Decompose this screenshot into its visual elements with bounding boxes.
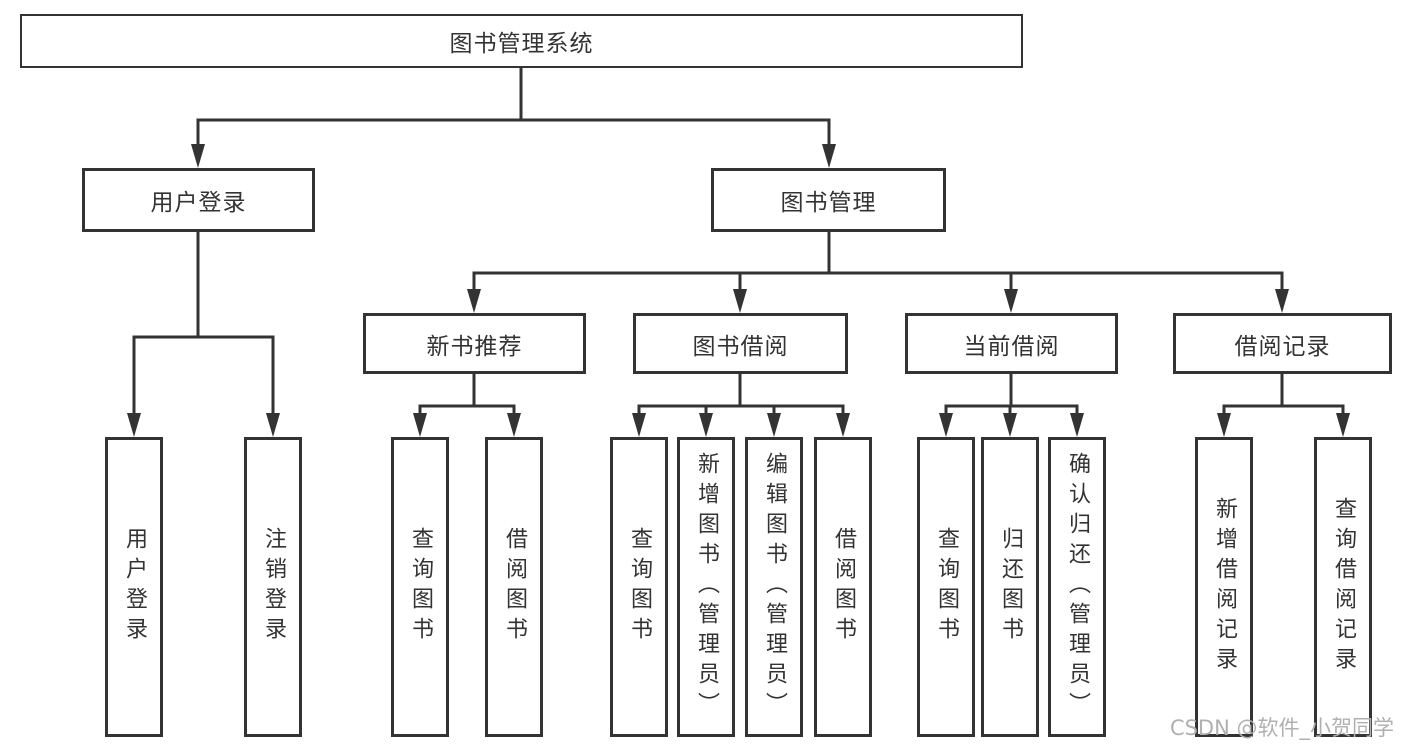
csdn-watermark: CSDN @软件_小贺同学 (1169, 716, 1394, 740)
node-current-borrowing: 当前借阅 (905, 313, 1118, 374)
node-library-management-system: 图书管理系统 (20, 14, 1023, 68)
node-label: 用户登录 (122, 527, 147, 647)
node-label: 确认归还（管理员） (1065, 452, 1090, 722)
leaf-query-borrow-record: 查询借阅记录 (1314, 437, 1372, 737)
node-label: 借阅图书 (831, 527, 856, 647)
leaf-query-books-borrow: 查询图书 (610, 437, 668, 737)
node-label: 查询图书 (627, 527, 652, 647)
leaf-add-borrow-record: 新增借阅记录 (1195, 437, 1253, 737)
node-label: 借阅图书 (502, 527, 527, 647)
node-label: 新增图书（管理员） (694, 452, 719, 722)
leaf-borrow-books-recommend: 借阅图书 (485, 437, 543, 737)
arrowheads (127, 144, 1350, 437)
leaf-return-books: 归还图书 (981, 437, 1039, 737)
leaf-confirm-return-admin: 确认归还（管理员） (1048, 437, 1106, 737)
node-label: 查询借阅记录 (1331, 497, 1356, 677)
leaf-logout: 注销登录 (244, 437, 302, 737)
leaf-edit-books-admin: 编辑图书（管理员） (745, 437, 803, 737)
node-book-management: 图书管理 (711, 168, 946, 232)
leaf-query-books-recommend: 查询图书 (391, 437, 449, 737)
node-label: 用户登录 (150, 190, 247, 216)
node-label: 借阅记录 (1234, 333, 1331, 360)
node-label: 当前借阅 (963, 333, 1060, 360)
node-label: 新增借阅记录 (1212, 497, 1237, 677)
node-label: 图书管理 (780, 190, 877, 216)
node-book-borrowing: 图书借阅 (633, 313, 848, 374)
node-label: 查询图书 (934, 527, 959, 647)
node-label: 图书管理系统 (449, 31, 594, 57)
node-label: 新书推荐 (426, 333, 523, 360)
leaf-user-login: 用户登录 (105, 437, 163, 737)
leaf-borrow-books: 借阅图书 (814, 437, 872, 737)
node-borrowing-records: 借阅记录 (1173, 313, 1392, 374)
node-label: 归还图书 (998, 527, 1023, 647)
node-label: 注销登录 (261, 527, 286, 647)
node-user-login: 用户登录 (82, 168, 315, 232)
node-new-book-recommend: 新书推荐 (363, 313, 586, 374)
node-label: 查询图书 (408, 527, 433, 647)
leaf-add-books-admin: 新增图书（管理员） (677, 437, 735, 737)
node-label: 图书借阅 (692, 333, 789, 360)
leaf-query-books-current: 查询图书 (917, 437, 975, 737)
node-label: 编辑图书（管理员） (762, 452, 787, 722)
